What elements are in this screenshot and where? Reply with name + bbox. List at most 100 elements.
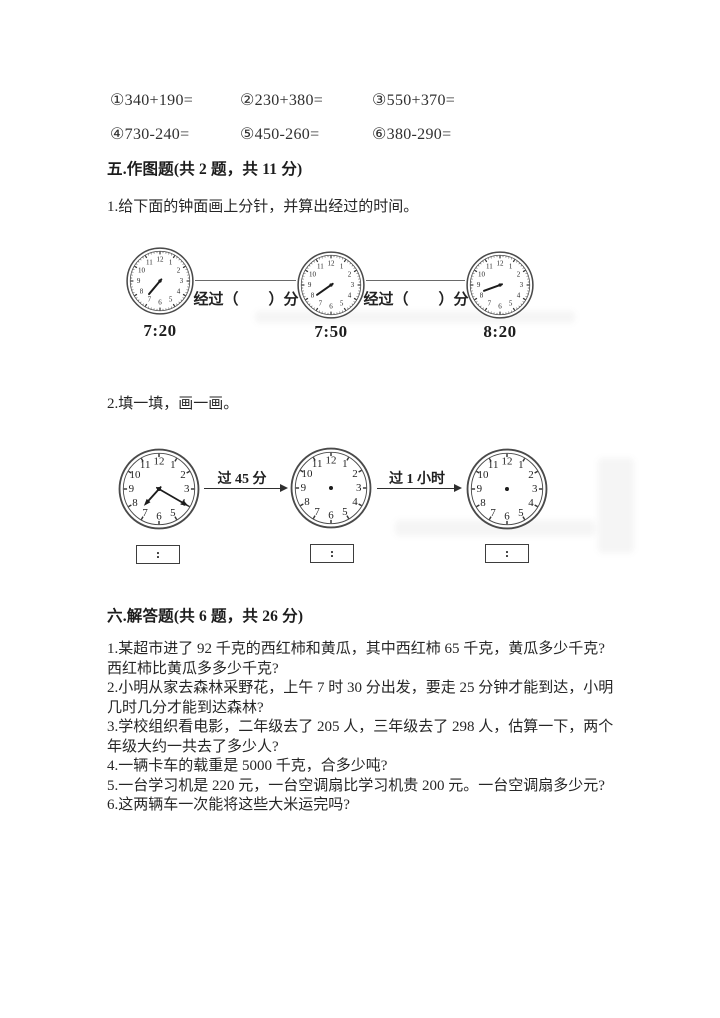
svg-text:10: 10 — [478, 469, 489, 481]
svg-text:12: 12 — [502, 455, 513, 467]
problem-6: 6.这两辆车一次能将这些大米运完吗? — [107, 797, 350, 813]
svg-text:2: 2 — [180, 469, 185, 481]
svg-text:6: 6 — [498, 302, 502, 310]
svg-text:12: 12 — [497, 260, 505, 268]
svg-text:1: 1 — [518, 459, 523, 471]
svg-text:4: 4 — [517, 292, 521, 300]
svg-text:10: 10 — [309, 270, 317, 278]
svg-text:5: 5 — [342, 506, 348, 518]
svg-text:7: 7 — [148, 295, 152, 303]
svg-text:12: 12 — [157, 256, 165, 264]
svg-text:8: 8 — [480, 497, 486, 509]
svg-text:9: 9 — [477, 483, 482, 495]
equation-6: ⑥380-290= — [372, 126, 452, 143]
svg-text:5: 5 — [170, 507, 176, 519]
section5-q1-text: 1.给下面的钟面画上分针，并算出经过的时间。 — [107, 199, 419, 215]
section5-q2-text: 2.填一填，画一画。 — [107, 396, 239, 412]
svg-text:10: 10 — [138, 266, 146, 274]
equation-5: ⑤450-260= — [240, 126, 320, 143]
arrow-head-icon — [280, 484, 288, 492]
svg-text:2: 2 — [517, 270, 521, 278]
elapsed-minutes-label-1: 经过（ ）分 — [193, 292, 299, 308]
equation-2: ②230+380= — [240, 92, 324, 109]
svg-text:7: 7 — [142, 507, 148, 519]
svg-text:2: 2 — [352, 468, 357, 480]
svg-text:6: 6 — [504, 511, 510, 523]
svg-text:11: 11 — [317, 263, 324, 271]
svg-text:3: 3 — [520, 281, 524, 289]
svg-text:8: 8 — [132, 497, 138, 509]
svg-text:9: 9 — [477, 281, 481, 289]
svg-text:5: 5 — [509, 299, 513, 307]
arrow-head-icon — [454, 484, 462, 492]
problem-1-line-2: 西红柿比黄瓜多多少千克? — [107, 660, 279, 677]
svg-text:6: 6 — [156, 511, 162, 523]
svg-text:11: 11 — [146, 259, 153, 267]
elapsed-45min-label: 过 45 分 — [217, 472, 267, 487]
svg-text:1: 1 — [342, 458, 347, 470]
svg-text:2: 2 — [177, 266, 181, 274]
problem-3-line-2: 年级大约一共去了多少人? — [107, 738, 279, 755]
svg-text:8: 8 — [480, 292, 484, 300]
arrow-45min — [204, 484, 288, 492]
svg-text:9: 9 — [129, 483, 134, 495]
connector-line-1 — [195, 280, 296, 281]
svg-text:12: 12 — [328, 260, 336, 268]
svg-text:1: 1 — [169, 259, 173, 267]
equation-3: ③550+370= — [372, 92, 456, 109]
svg-text:4: 4 — [177, 288, 181, 296]
svg-text:11: 11 — [312, 458, 323, 470]
scan-artifact — [395, 520, 595, 536]
svg-text:10: 10 — [478, 270, 486, 278]
problem-2-line-1: 2.小明从家去森林采野花，上午 7 时 30 分出发，要走 25 分钟才能到达，… — [107, 680, 614, 696]
time-label-820: 8:20 — [483, 322, 517, 341]
problem-3-line-1: 3.学校组织看电影，二年级去了 205 人，三年级去了 298 人，估算一下，两… — [107, 719, 614, 735]
scan-artifact — [598, 458, 634, 553]
problem-2-line-2: 几时几分才能到达森林? — [107, 699, 264, 716]
svg-text:11: 11 — [488, 459, 499, 471]
svg-text:2: 2 — [528, 469, 533, 481]
svg-text:6: 6 — [158, 298, 162, 306]
equation-1: ①340+190= — [110, 92, 194, 109]
svg-text:7: 7 — [319, 299, 323, 307]
problem-5: 5.一台学习机是 220 元，一台空调扇比学习机贵 200 元。一台空调扇多少元… — [107, 777, 605, 794]
svg-text:11: 11 — [486, 263, 493, 271]
section5-title: 五.作图题(共 2 题，共 11 分) — [107, 161, 303, 178]
time-label-720: 7:20 — [143, 321, 177, 340]
problem-4: 4.一辆卡车的载重是 5000 千克，合多少吨? — [107, 758, 388, 774]
svg-text:3: 3 — [351, 281, 355, 289]
svg-text:12: 12 — [326, 454, 337, 466]
svg-text:5: 5 — [169, 295, 173, 303]
svg-text:3: 3 — [356, 482, 362, 494]
elapsed-1hour-label: 过 1 小时 — [389, 472, 445, 487]
section6-title: 六.解答题(共 6 题，共 26 分) — [107, 608, 304, 625]
svg-text:9: 9 — [301, 482, 306, 494]
svg-text:11: 11 — [140, 459, 151, 471]
connector-line-2 — [366, 280, 465, 281]
svg-text:9: 9 — [137, 277, 141, 285]
svg-text:10: 10 — [130, 469, 141, 481]
time-label-750: 7:50 — [314, 322, 348, 341]
svg-text:10: 10 — [302, 468, 313, 480]
time-entry-box-1: : — [136, 545, 180, 564]
svg-text:6: 6 — [329, 302, 333, 310]
svg-text:3: 3 — [532, 483, 538, 495]
equation-4: ④730-240= — [110, 126, 190, 143]
svg-text:4: 4 — [348, 292, 352, 300]
svg-text:2: 2 — [348, 270, 352, 278]
time-entry-box-2: : — [310, 544, 354, 563]
svg-text:4: 4 — [352, 496, 358, 508]
svg-text:5: 5 — [340, 299, 344, 307]
time-entry-box-3: : — [485, 544, 529, 563]
arrow-1hour — [377, 484, 462, 492]
